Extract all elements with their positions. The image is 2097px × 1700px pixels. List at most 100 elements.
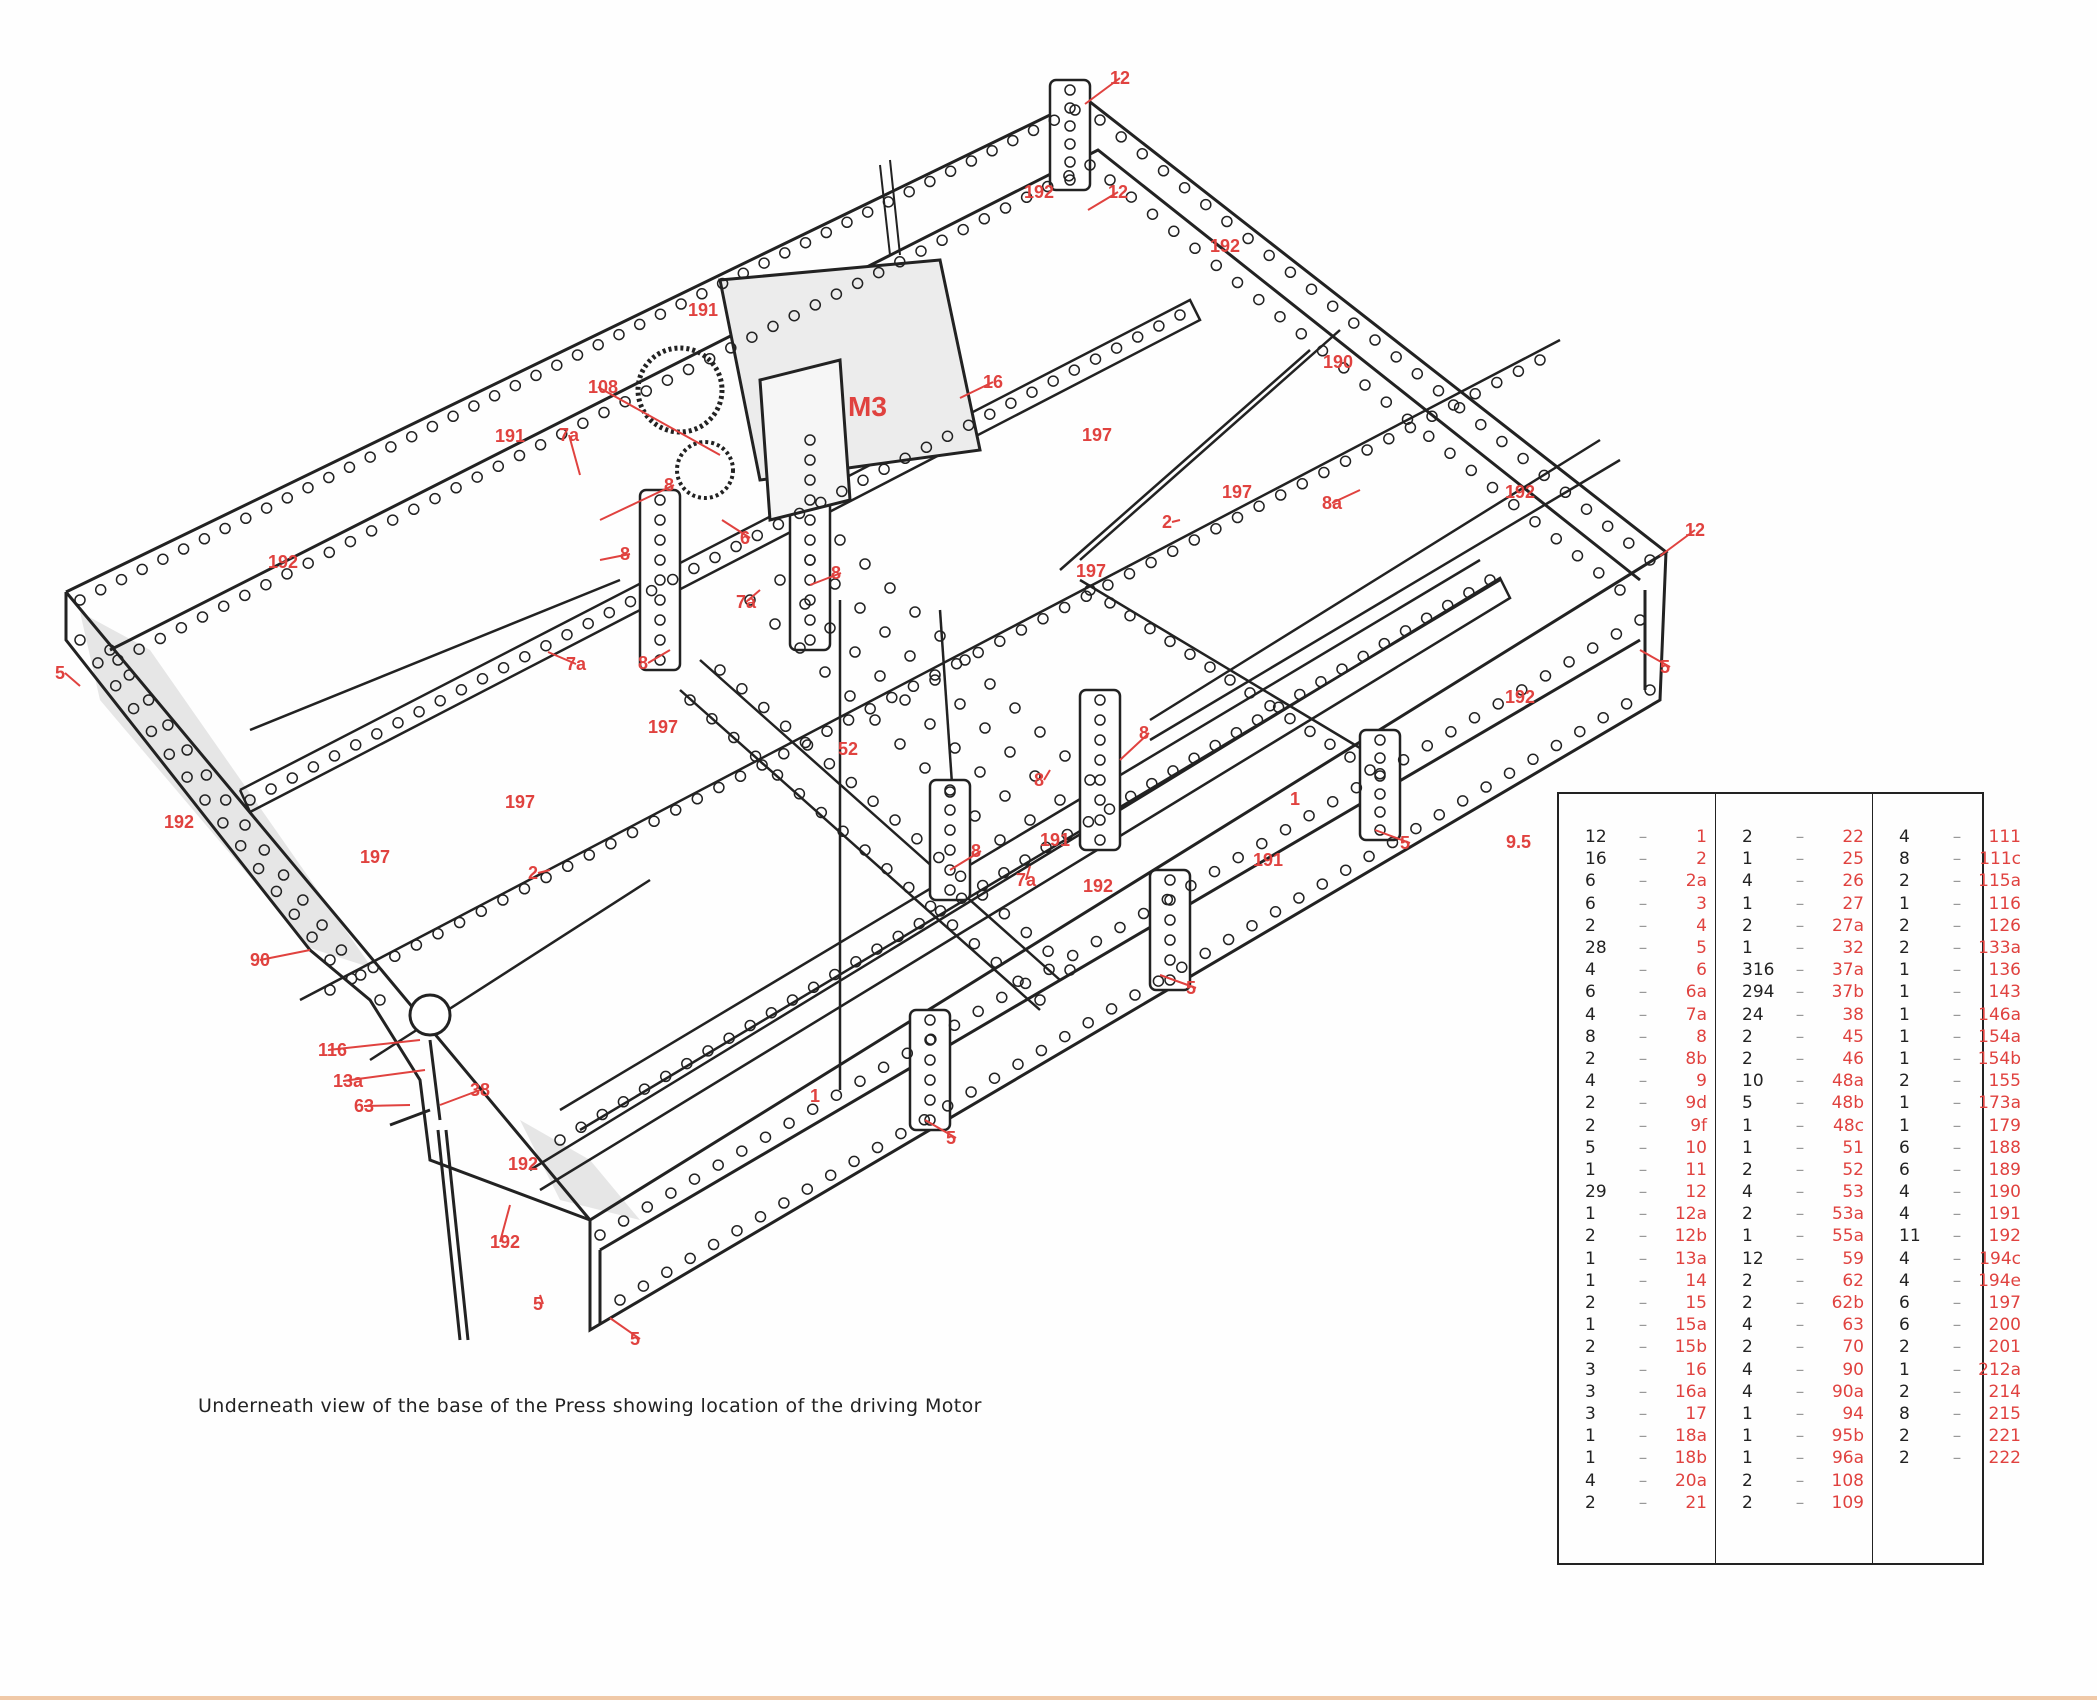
hole: [1284, 266, 1297, 279]
hole: [736, 683, 748, 695]
hole: [824, 1169, 837, 1181]
part-number: 111: [1988, 827, 2021, 848]
part-quantity: 2: [1585, 1048, 1596, 1069]
hole: [1361, 444, 1373, 456]
hole: [1364, 764, 1376, 776]
part-number: 9f: [1690, 1115, 1707, 1136]
hole: [688, 1173, 701, 1185]
parts-row: 2–133a: [1873, 937, 2029, 959]
parts-row: 2–45: [1716, 1026, 1872, 1048]
leader-line: [1374, 829, 1411, 844]
dash-separator: –: [1638, 1182, 1648, 1203]
parts-row: 2–21: [1559, 1492, 1715, 1514]
hole: [277, 869, 290, 881]
hole: [1064, 84, 1076, 96]
hole: [1004, 746, 1016, 758]
parts-row: 1–55a: [1716, 1225, 1872, 1247]
hole: [1610, 628, 1623, 640]
part-number: 194e: [1978, 1270, 2021, 1291]
parts-row: 1–96a: [1716, 1447, 1872, 1469]
hole: [804, 554, 816, 566]
part-number: 9d: [1685, 1093, 1707, 1114]
callout-label: 7a: [1016, 870, 1037, 890]
hole: [714, 664, 726, 676]
leader-line: [547, 651, 577, 665]
hole: [1208, 865, 1221, 878]
hole: [955, 892, 968, 904]
hole: [998, 908, 1011, 920]
hole: [819, 666, 831, 678]
hole: [944, 786, 956, 798]
hole: [779, 247, 791, 259]
hole: [804, 634, 816, 646]
hole: [475, 905, 488, 918]
hole: [1456, 795, 1469, 807]
dash-separator: –: [1795, 1004, 1805, 1025]
hole: [1027, 124, 1040, 137]
hole: [965, 1086, 977, 1098]
dash-separator: –: [1638, 1359, 1648, 1380]
hole: [554, 1134, 566, 1146]
dash-separator: –: [1795, 960, 1805, 981]
dash-separator: –: [1638, 1337, 1648, 1358]
parts-row: 8–111c: [1873, 848, 2029, 870]
hole: [1231, 276, 1244, 289]
hole: [712, 1159, 724, 1171]
hole: [1066, 949, 1079, 962]
motor-m3: [635, 159, 982, 522]
hole: [823, 758, 836, 770]
hole: [450, 482, 462, 494]
parts-row: 1–154b: [1873, 1048, 2029, 1070]
parts-row: 6–2a: [1559, 870, 1715, 892]
hole: [1423, 430, 1435, 443]
parts-row: 2–126: [1873, 915, 2029, 937]
dash-separator: –: [1795, 1137, 1805, 1158]
hole: [837, 825, 849, 838]
hole: [654, 534, 666, 546]
hole: [884, 582, 896, 594]
hole: [1318, 466, 1330, 479]
hole: [613, 328, 625, 341]
hole: [934, 630, 946, 642]
hole: [1597, 711, 1609, 724]
part-number: 90: [1842, 1359, 1864, 1380]
hole: [1110, 342, 1123, 354]
hole: [1399, 625, 1412, 637]
hole: [1230, 726, 1243, 739]
part-quantity: 6: [1899, 1315, 1910, 1336]
hole: [109, 679, 122, 692]
part-number: 63: [1842, 1315, 1864, 1336]
hole: [1043, 963, 1055, 976]
hole: [1069, 104, 1081, 116]
parts-row: 294–37b: [1716, 981, 1872, 1003]
part-number: 15a: [1674, 1315, 1707, 1336]
hole: [1178, 181, 1191, 194]
hole: [1084, 159, 1096, 171]
hole: [1593, 567, 1605, 579]
hole: [889, 814, 901, 826]
hole: [829, 578, 841, 590]
part-quantity: 2: [1742, 1470, 1753, 1491]
parts-row: 2–70: [1716, 1336, 1872, 1358]
hole: [799, 736, 812, 749]
hole: [1105, 1003, 1118, 1015]
hole: [1064, 120, 1076, 132]
leader-line: [597, 386, 721, 456]
part-quantity: 1: [1742, 849, 1753, 870]
dash-separator: –: [1952, 960, 1962, 981]
leader-line: [721, 519, 751, 539]
parts-row: 4–53: [1716, 1181, 1872, 1203]
hole: [1104, 174, 1116, 186]
part-number: 70: [1842, 1337, 1864, 1358]
hole: [974, 766, 986, 778]
dash-separator: –: [1638, 982, 1648, 1003]
dash-separator: –: [1795, 1381, 1805, 1402]
callout-label: 12: [1110, 68, 1130, 88]
part-number: 154b: [1977, 1048, 2021, 1069]
hole: [94, 584, 107, 596]
part-quantity: 1: [1742, 1403, 1753, 1424]
part-number: 9: [1696, 1071, 1707, 1092]
part-number: 8: [1696, 1026, 1707, 1047]
parts-row: 3–17: [1559, 1403, 1715, 1425]
hole: [1041, 180, 1054, 193]
